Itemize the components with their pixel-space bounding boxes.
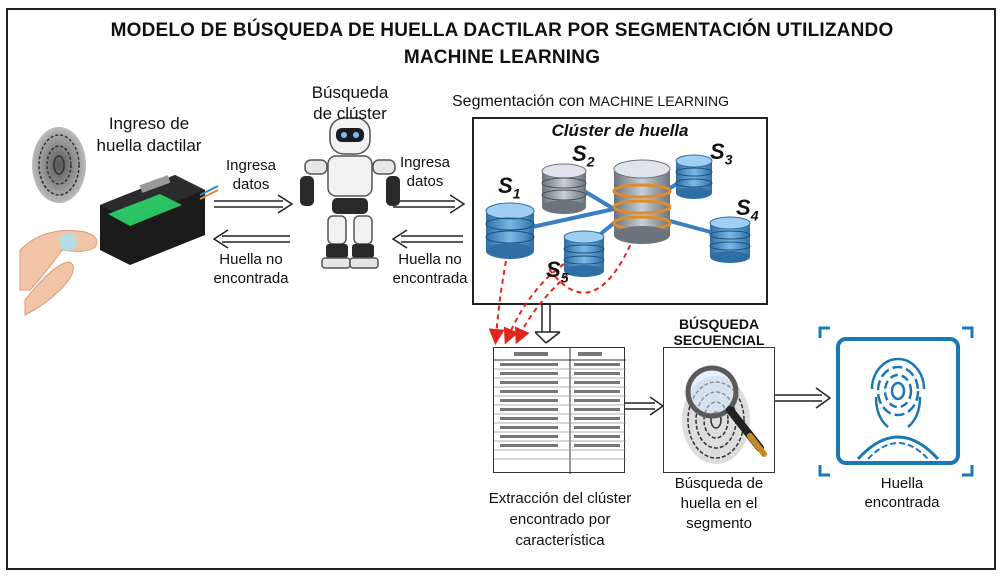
sequential-search-box: [663, 347, 775, 473]
segment-label-s1: S1: [498, 173, 521, 202]
db-s4-icon: [709, 216, 751, 263]
segment-label-s4: S4: [736, 195, 759, 224]
arrow-huella-no-encontrada-1: [212, 229, 290, 249]
ingresa-datos-1-line2: datos: [232, 176, 270, 193]
huella-no-encontrada-2-line1: Huella no: [398, 251, 462, 268]
sequential-label-line2: huella en el: [680, 495, 758, 512]
arrow-huella-no-encontrada-2: [391, 229, 463, 249]
robot-label-line1: Búsqueda: [311, 83, 389, 102]
input-label-line2: huella dactilar: [96, 136, 202, 155]
cluster-box: Clúster de huella: [472, 117, 768, 345]
extraction-label-line2: encontrado por: [509, 511, 611, 528]
extraction-label-line1: Extracción del clúster: [488, 490, 632, 507]
arrow-cluster-to-table: [534, 305, 561, 344]
found-fingerprint-icon: [856, 357, 940, 461]
segment-label-s2: S2: [572, 141, 595, 170]
db-s3-icon: [675, 154, 713, 199]
ingresa-datos-2-line1: Ingresa: [399, 154, 451, 171]
sequential-label-line3: segmento: [686, 515, 752, 532]
finger-icon: [19, 229, 98, 316]
diagram-frame: [6, 8, 996, 570]
input-label-line1: Ingreso de: [108, 114, 190, 133]
huella-no-encontrada-1-line1: Huella no: [219, 251, 283, 268]
found-label-line1: Huella: [880, 475, 924, 492]
cluster-graphics: [485, 154, 751, 345]
magnifier-fingerprint-icon: [682, 365, 767, 464]
found-corner-brackets: [818, 326, 974, 477]
segmentation-heading-prefix: Segmentación con: [452, 93, 585, 110]
cluster-red-dashed-links: [488, 236, 635, 345]
db-s1-icon: [485, 202, 535, 259]
arrow-sequential-to-found: [775, 387, 832, 409]
ingresa-datos-2-line2: datos: [406, 173, 444, 190]
extraction-label-line3: característica: [515, 532, 605, 549]
input-fingerprint-icon: [32, 127, 86, 203]
found-label-line2: encontrada: [864, 494, 940, 511]
segmentation-heading: Segmentación con MACHINE LEARNING: [452, 92, 812, 111]
sequential-heading-line2: SECUENCIAL: [673, 332, 765, 348]
arrow-table-to-sequential: [625, 396, 665, 416]
fingerprint-scanner-icon: [100, 175, 219, 265]
db-s2-icon: [541, 163, 587, 214]
found-fingerprint-frame: [836, 337, 960, 465]
robot-icon: [300, 117, 400, 269]
extracted-cluster-table: [493, 347, 626, 474]
robot-label-line2: de clúster: [313, 104, 387, 123]
segmentation-heading-ml: MACHINE LEARNING: [588, 93, 730, 109]
table-rows: [494, 368, 626, 460]
sequential-label-line1: Búsqueda de: [674, 475, 764, 492]
arrow-ingresa-1: [214, 194, 294, 214]
table-graphics: [494, 348, 626, 474]
diagram-title-line2: MACHINE LEARNING: [403, 47, 601, 68]
diagram-title-line1: MODELO DE BÚSQUEDA DE HUELLA DACTILAR PO…: [110, 20, 894, 41]
arrow-ingresa-2: [393, 194, 466, 214]
sequential-heading-line1: BÚSQUEDA: [678, 316, 760, 332]
segment-label-s5: S5: [546, 257, 569, 286]
ingresa-datos-1-line1: Ingresa: [225, 157, 277, 174]
db-s5-icon: [563, 230, 605, 277]
cluster-box-title: Clúster de huella: [551, 121, 689, 140]
segment-label-s3: S3: [710, 139, 733, 168]
huella-no-encontrada-1-line2: encontrada: [213, 270, 289, 287]
db-center-icon: [612, 159, 672, 244]
huella-no-encontrada-2-line2: encontrada: [392, 270, 468, 287]
table-cell-marks: [500, 352, 620, 447]
